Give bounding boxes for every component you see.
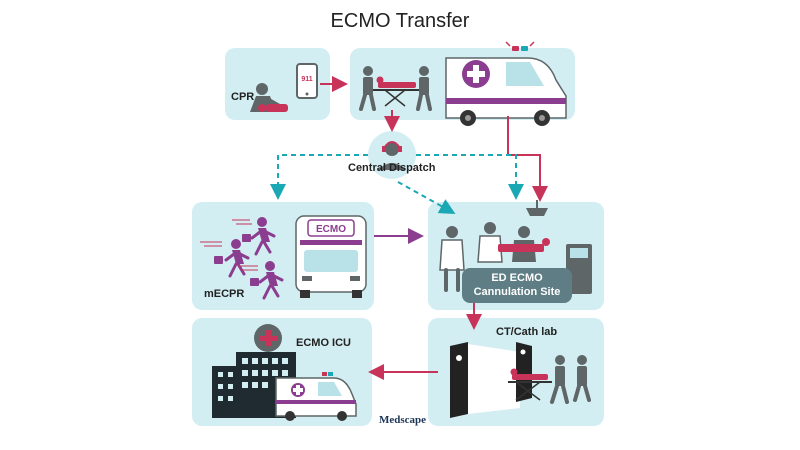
dashed-dispatch-to-mecpr [270,154,368,200]
ecmo-icu-label: ECMO ICU [296,337,351,349]
medscape-logo: Medscape [379,414,427,426]
arrow-ambulance-to-ed [507,116,548,202]
ed-team [439,200,592,294]
ed-site-line1: ED ECMO [491,272,543,284]
phone-icon [296,63,318,99]
icu-ambulance [275,372,357,421]
phone-number: 911 [301,76,312,83]
dashed-dispatch-to-ed-top [416,154,524,200]
ed-cannulation-site-box: ED ECMO Cannulation Site [462,268,572,303]
ct-scanner [450,342,532,418]
ed-site-line2: Cannulation Site [473,286,561,298]
ct-patient-transfer [508,355,591,404]
ambulance-van [445,41,567,126]
ambulance-ecmo-sign: ECMO [316,224,346,235]
mecpr-label: mECPR [204,288,245,300]
dispatcher-icon [368,131,416,179]
dashed-dispatch-to-ed-cannulation [397,181,456,214]
speed-lines [200,219,258,271]
cpr-scene [250,63,318,112]
ecmo-ambulance [295,215,367,298]
mecpr-team [214,217,284,300]
paramedics-stretcher [359,66,432,111]
diagram-title: ECMO Transfer [330,10,470,32]
ct-cath-label: CT/Cath lab [496,326,558,338]
central-dispatch-label: Central Dispatch [348,162,436,174]
hospital-building [212,324,296,418]
cpr-label: CPR [231,91,255,103]
